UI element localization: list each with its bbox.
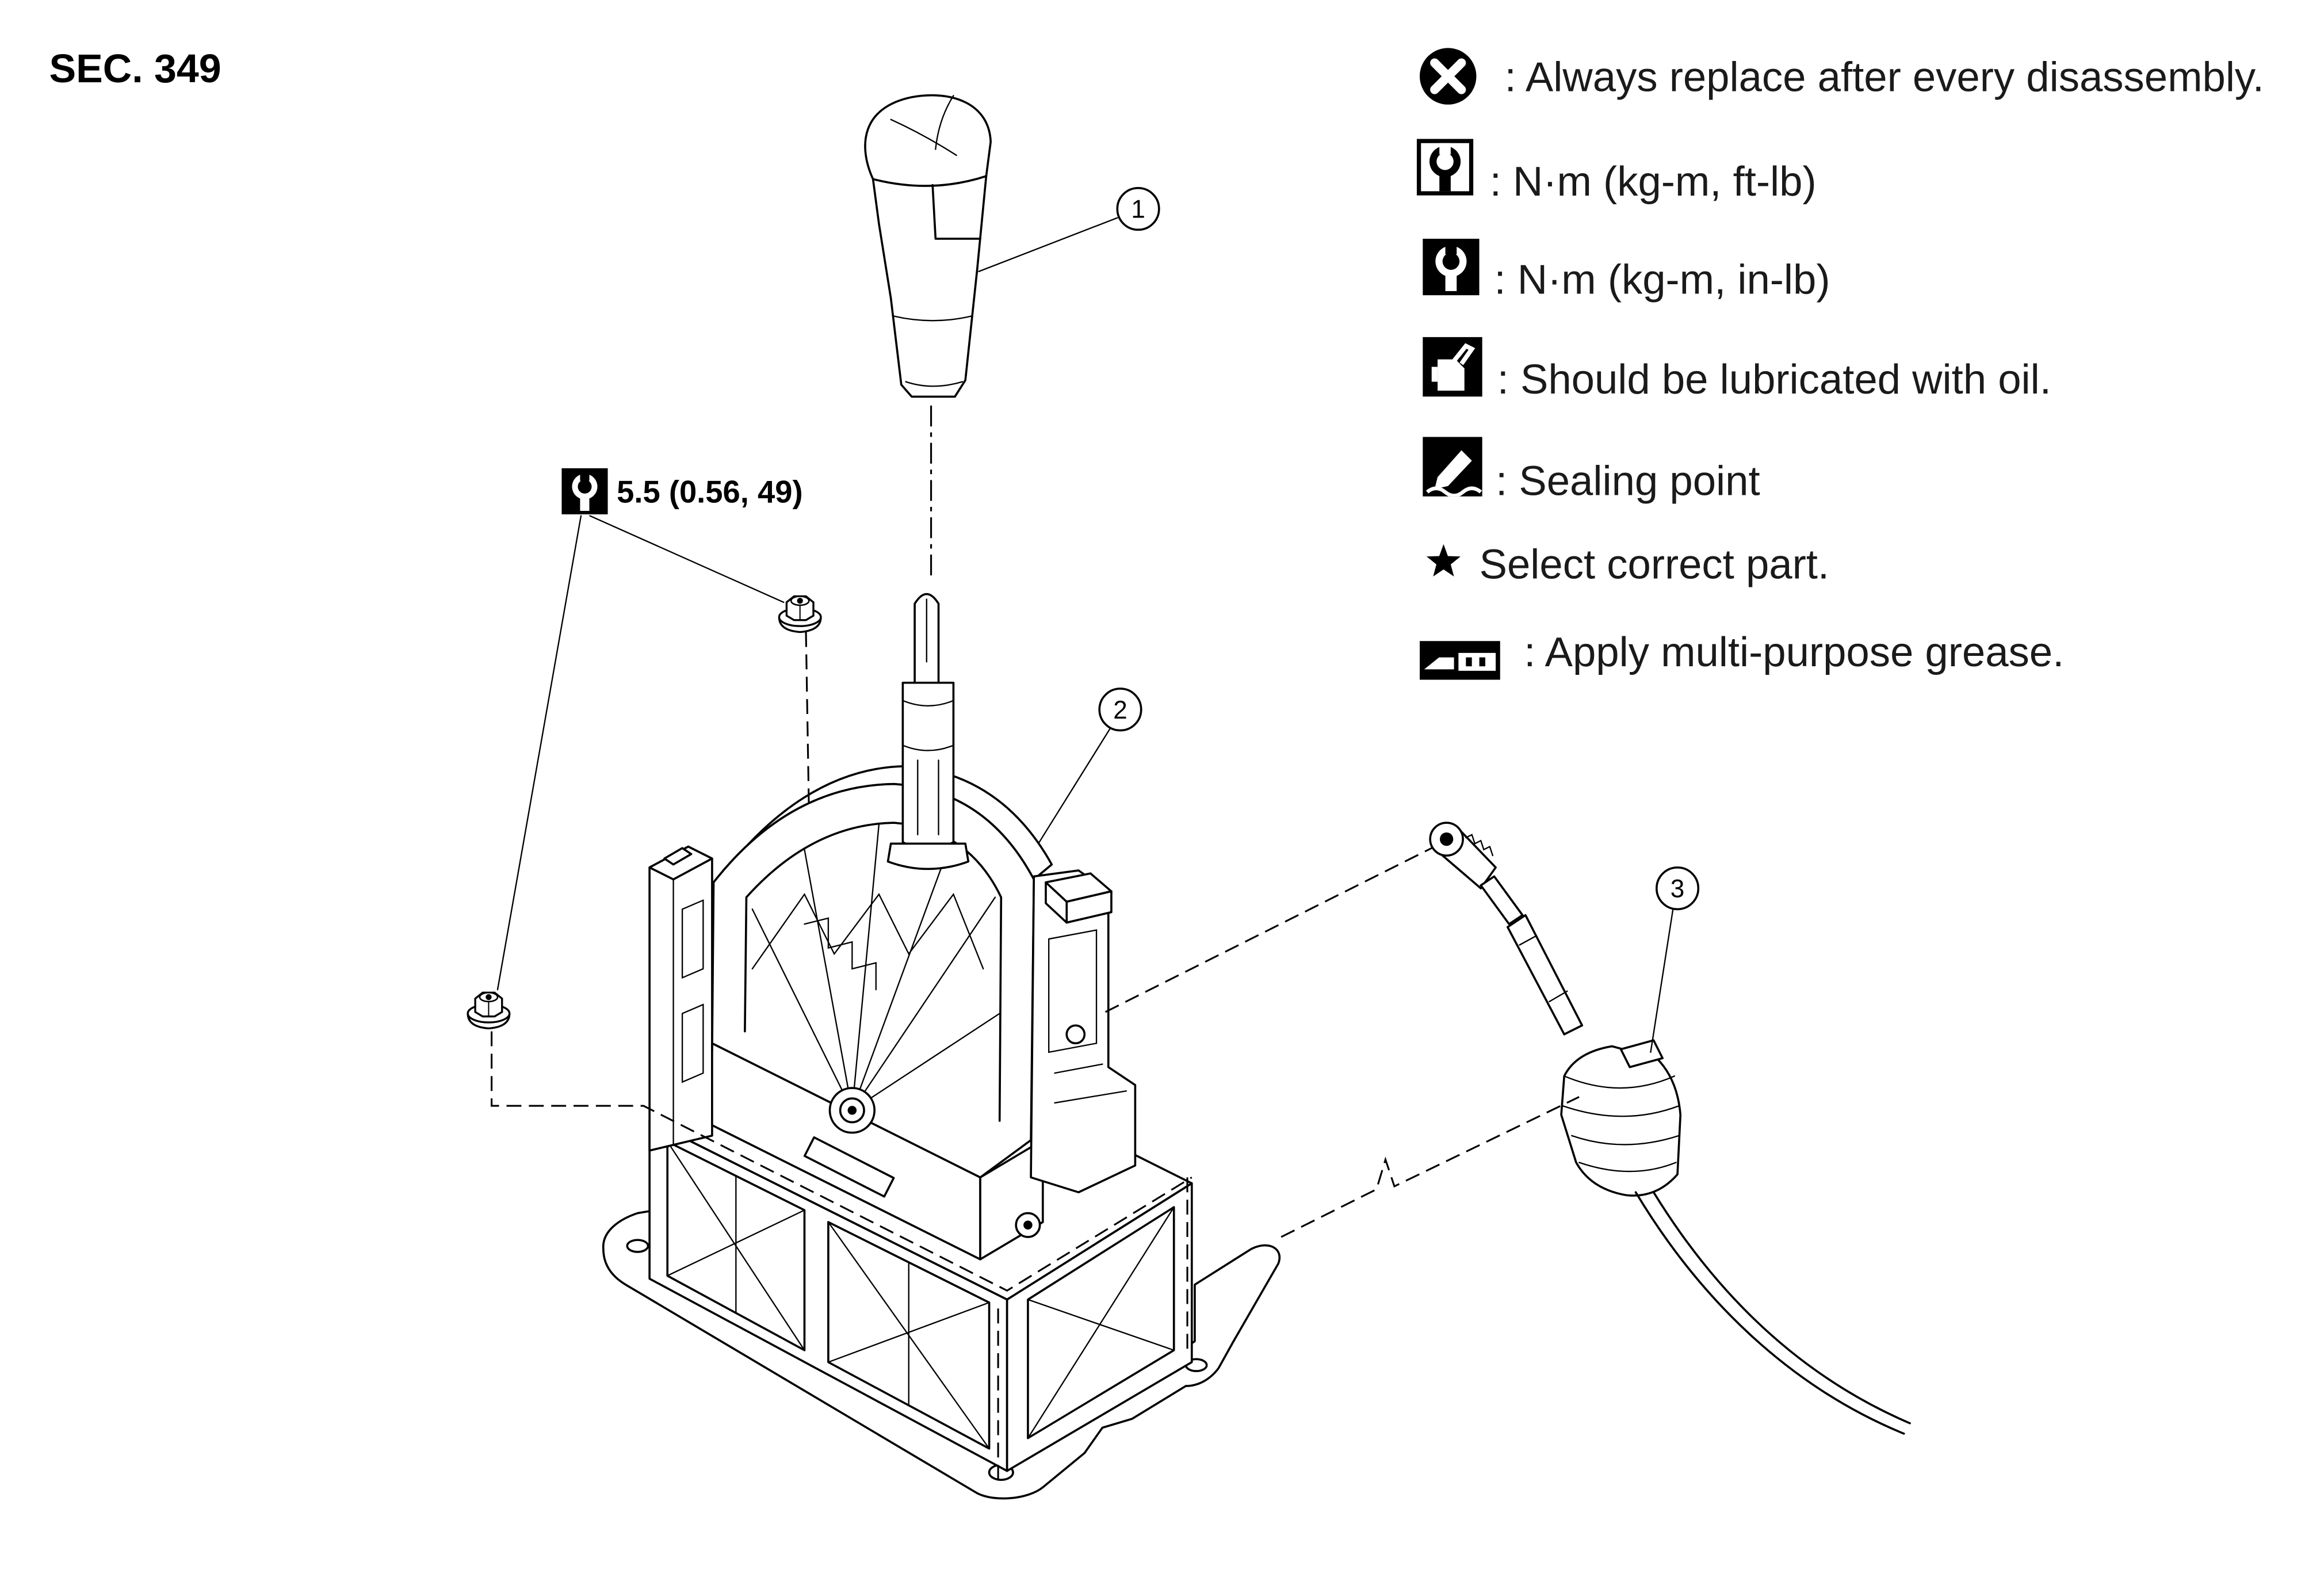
assembly-reference-lines	[491, 405, 1580, 1484]
shaft-collar	[886, 842, 970, 870]
cable-sleeve	[1507, 914, 1584, 1036]
torque-in-lb-icon	[561, 468, 608, 514]
callout-1: 1	[978, 187, 1160, 273]
shift-knob	[864, 94, 992, 398]
legend-row-grease: : Apply multi-purpose grease.	[1420, 629, 2064, 680]
cable-rod	[1480, 875, 1524, 925]
callout-1-leader	[978, 217, 1118, 273]
left-tower-ribs	[672, 879, 704, 1145]
detent-gate-profile	[804, 917, 877, 991]
knob-cap-contour	[890, 95, 957, 156]
cable-eye-knurl	[1465, 834, 1494, 857]
oil-can-icon	[1423, 337, 1482, 397]
base-plate	[602, 1209, 1281, 1500]
left-tower-tab	[663, 847, 693, 866]
lever-pivot-pin	[847, 1106, 857, 1115]
legend-text-torque-in-lb: : N·m (kg-m, in-lb)	[1494, 257, 1830, 303]
torque-leader-upper-nut	[589, 515, 785, 603]
torque-leader-lower-nut	[496, 515, 582, 991]
legend-text-torque-ft-lb: : N·m (kg-m, ft-lb)	[1490, 158, 1817, 205]
knob-body	[864, 94, 992, 398]
callout-2-circle	[1098, 688, 1142, 732]
torque-in-lb-icon	[1423, 238, 1480, 296]
lower-nut-line	[491, 1031, 1192, 1292]
lower-frame-bracing	[667, 1141, 805, 1351]
section-number: SEC. 349	[49, 46, 221, 91]
cable-eye-hole	[1439, 832, 1454, 846]
lower-frame-bracing	[827, 1221, 990, 1449]
callout-1-circle	[1116, 187, 1160, 231]
legend-text-select-part: Select correct part.	[1480, 541, 1829, 587]
symbol-legend: : Always replace after every disassembly…	[1419, 48, 2264, 680]
detent-block-side	[1045, 881, 1068, 924]
control-device-assembly	[602, 765, 1281, 1500]
legend-row-sealing: : Sealing point	[1423, 437, 1760, 504]
shift-lever-shaft	[886, 593, 970, 870]
grease-icon	[1420, 641, 1500, 680]
replace-icon-cross	[1430, 58, 1466, 94]
lower-frame-bracing	[1027, 1206, 1175, 1439]
cable-sleeve-bands	[1519, 935, 1568, 1002]
nut-lower	[467, 991, 511, 1030]
legend-row-oil: : Should be lubricated with oil.	[1423, 337, 2051, 403]
legend-text-oil: : Should be lubricated with oil.	[1497, 356, 2051, 403]
callout-3-number: 3	[1671, 875, 1684, 903]
cable-pin	[1065, 1024, 1086, 1045]
legend-text-replace: : Always replace after every disassembly…	[1505, 54, 2264, 101]
housing-slot	[803, 1136, 895, 1198]
callout-2: 2	[1037, 688, 1142, 845]
callout-1-number: 1	[1131, 196, 1145, 224]
callout-3-circle	[1655, 866, 1700, 911]
torque-ft-lb-icon	[1419, 141, 1471, 193]
legend-row-replace: : Always replace after every disassembly…	[1420, 48, 2264, 105]
cable-grommet	[1560, 1045, 1682, 1197]
legend-text-grease: : Apply multi-purpose grease.	[1524, 629, 2064, 675]
knob-rings	[893, 315, 972, 387]
star-icon	[1426, 544, 1461, 576]
gate-plate	[711, 782, 1035, 1179]
control-cable	[1429, 822, 1911, 1435]
cable-line	[1652, 1191, 1911, 1425]
callout-3: 3	[1650, 866, 1700, 1053]
gate-plate-inner-rim	[744, 822, 1003, 1122]
right-bracket-ribs	[1048, 929, 1127, 1104]
left-tower	[648, 845, 713, 1152]
detent-roller-axle	[1023, 1220, 1033, 1230]
cable-eye-line	[1104, 847, 1432, 1013]
callout-2-number: 2	[1113, 696, 1127, 724]
legend-row-select-part: Select correct part.	[1426, 541, 1829, 587]
nut-upper	[778, 595, 822, 633]
knob-button	[931, 184, 981, 240]
torque-value: 5.5 (0.56, 49)	[617, 474, 802, 509]
cable-grommet-line	[1281, 1096, 1580, 1238]
knob-cap-seam	[871, 175, 988, 187]
legend-row-torque-in-lb: : N·m (kg-m, in-lb)	[1423, 238, 1830, 303]
callout-3-leader	[1650, 908, 1674, 1053]
callout-2-leader	[1037, 728, 1111, 845]
shaft-bands	[902, 700, 954, 835]
cable-grommet-bands	[1562, 1075, 1680, 1173]
cable-line	[1634, 1191, 1905, 1435]
shaft-lower	[901, 681, 955, 851]
legend-text-sealing: : Sealing point	[1496, 457, 1760, 504]
torque-spec-label: 5.5 (0.56, 49)	[496, 468, 803, 991]
legend-row-torque-ft-lb: : N·m (kg-m, ft-lb)	[1419, 141, 1817, 205]
base-mount-hole	[626, 1239, 649, 1253]
upper-nut-line	[805, 632, 810, 809]
gate-plate-ribs	[751, 823, 1000, 1112]
sealing-icon	[1423, 437, 1482, 497]
